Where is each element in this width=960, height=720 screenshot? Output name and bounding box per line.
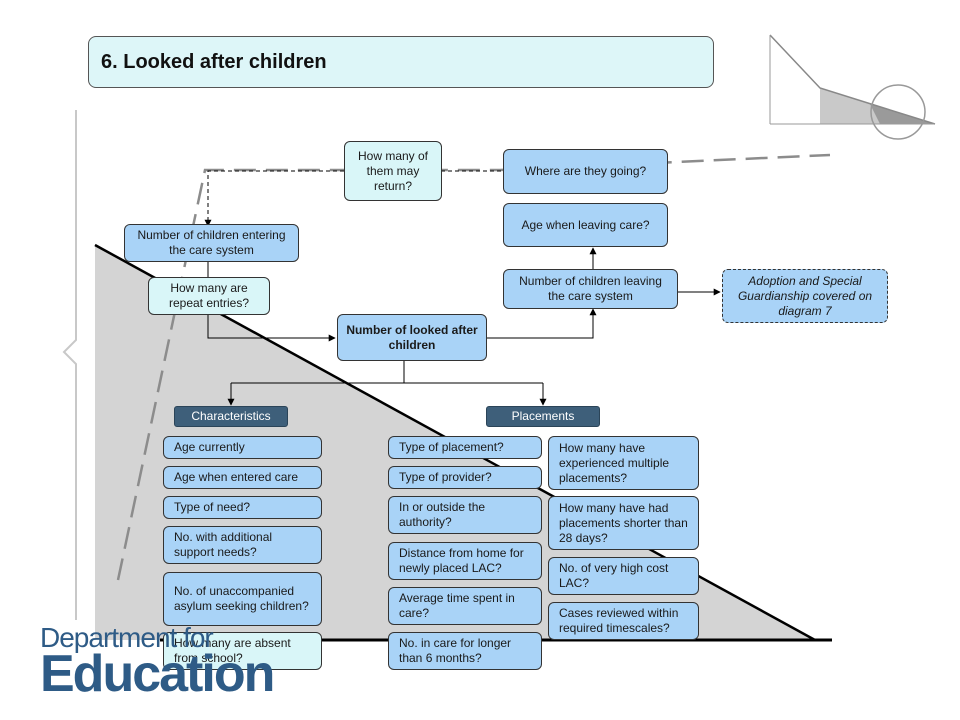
corner-motif xyxy=(769,34,936,140)
age-leaving-node: Age when leaving care? xyxy=(503,203,668,247)
placement-item: Type of provider? xyxy=(388,466,542,489)
placement-item: No. of very high cost LAC? xyxy=(548,557,699,595)
characteristic-item: Age when entered care xyxy=(163,466,322,489)
may-return-node: How many of them may return? xyxy=(344,141,442,201)
adoption-note-node: Adoption and Special Guardianship covere… xyxy=(722,269,888,323)
placement-item: Cases reviewed within required timescale… xyxy=(548,602,699,640)
placement-item: No. in care for longer than 6 months? xyxy=(388,632,542,670)
placement-item: Distance from home for newly placed LAC? xyxy=(388,542,542,580)
central-node: Number of looked after children xyxy=(337,314,487,361)
central-split-connector xyxy=(231,361,543,384)
placement-item: How many have had placements shorter tha… xyxy=(548,496,699,550)
page-title: 6. Looked after children xyxy=(101,51,327,73)
placement-item: In or outside the authority? xyxy=(388,496,542,534)
left-bracket xyxy=(62,110,77,620)
where-going-node: Where are they going? xyxy=(503,149,668,194)
characteristic-item: No. of unaccompanied asylum seeking chil… xyxy=(163,572,322,626)
characteristic-item: Type of need? xyxy=(163,496,322,519)
characteristic-item: How many are absent from school? xyxy=(163,632,322,670)
return-dashed-arrow xyxy=(204,170,344,227)
characteristic-item: No. with additional support needs? xyxy=(163,526,322,564)
placements-header: Placements xyxy=(486,406,600,427)
leaving-node: Number of children leaving the care syst… xyxy=(503,269,678,309)
page-title-box: 6. Looked after children xyxy=(88,36,714,88)
placement-item: Average time spent in care? xyxy=(388,587,542,625)
entering-node: Number of children entering the care sys… xyxy=(124,224,299,262)
characteristic-item: Age currently xyxy=(163,436,322,459)
central-to-leaving-arrow xyxy=(487,308,597,339)
placement-item: How many have experienced multiple place… xyxy=(548,436,699,490)
repeat-entries-node: How many are repeat entries? xyxy=(148,277,270,315)
characteristics-header: Characteristics xyxy=(174,406,288,427)
logo-line-2: Education xyxy=(40,645,275,703)
department-logo: Department for Education xyxy=(40,622,275,703)
placement-item: Type of placement? xyxy=(388,436,542,459)
logo-line-1: Department for xyxy=(40,622,214,653)
